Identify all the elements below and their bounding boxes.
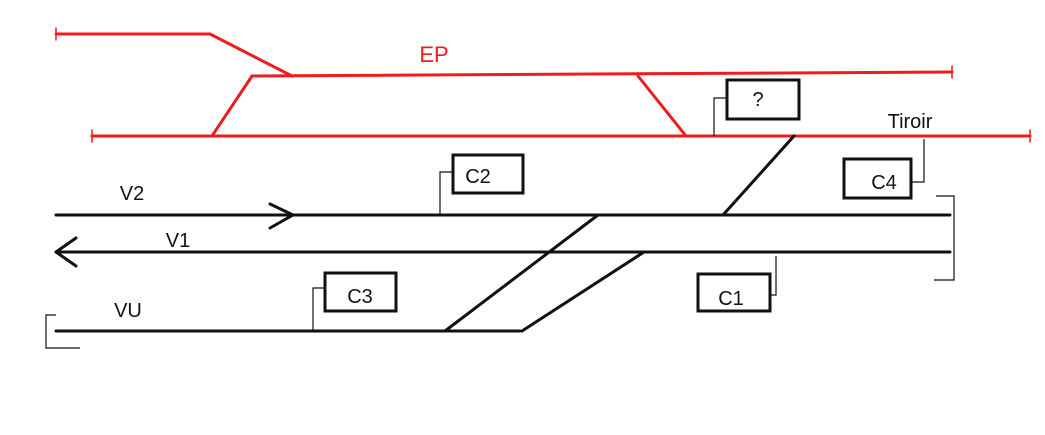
vu-v1-crossover <box>520 250 646 333</box>
buffer-stops <box>45 195 955 349</box>
signal-c4-box <box>842 157 913 200</box>
ep-siding-tracks <box>54 27 1032 143</box>
main-tracks <box>54 134 952 333</box>
signal-c3-box <box>323 271 398 313</box>
ep-right-switch <box>636 74 688 138</box>
signal-c3-post <box>312 287 325 331</box>
signal-c2-box <box>451 153 525 195</box>
signal-c4-label: C4 <box>871 172 897 194</box>
v1-label: V1 <box>166 230 190 252</box>
signal-unknown-label: ? <box>752 89 763 111</box>
signal-c1-post <box>770 256 777 296</box>
signal-c3: C3 <box>312 271 398 331</box>
signal-c1-label: C1 <box>718 288 744 310</box>
signal-c2: C2 <box>439 153 525 215</box>
signal-unknown-box <box>725 78 801 121</box>
ep-entry-crossover <box>208 32 294 78</box>
v1-direction-arrow <box>54 236 78 268</box>
signal-c4: C4 <box>842 139 925 200</box>
v2-label: V2 <box>120 183 144 205</box>
signal-c2-post <box>439 171 453 215</box>
ep-left-switch <box>210 74 254 138</box>
signal-c3-label: C3 <box>347 286 373 308</box>
vu-label: VU <box>114 300 142 322</box>
vu-buffer-stop <box>45 314 80 349</box>
signal-c4-post <box>910 139 925 183</box>
signal-unknown: ? <box>713 78 801 136</box>
tiroir-connection-switch <box>721 134 796 217</box>
v1-v2-end-buffer-stop <box>934 195 955 281</box>
signal-c2-label: C2 <box>465 166 491 188</box>
ep-label: EP <box>419 42 448 67</box>
tiroir-label: Tiroir <box>888 111 933 133</box>
signal-unknown-post <box>713 97 727 136</box>
vu-v2-crossover <box>443 213 600 333</box>
signal-c1: C1 <box>696 256 777 313</box>
ep-upper-track <box>250 70 954 78</box>
v2-direction-arrow <box>268 202 295 230</box>
signal-c1-box <box>696 272 772 313</box>
